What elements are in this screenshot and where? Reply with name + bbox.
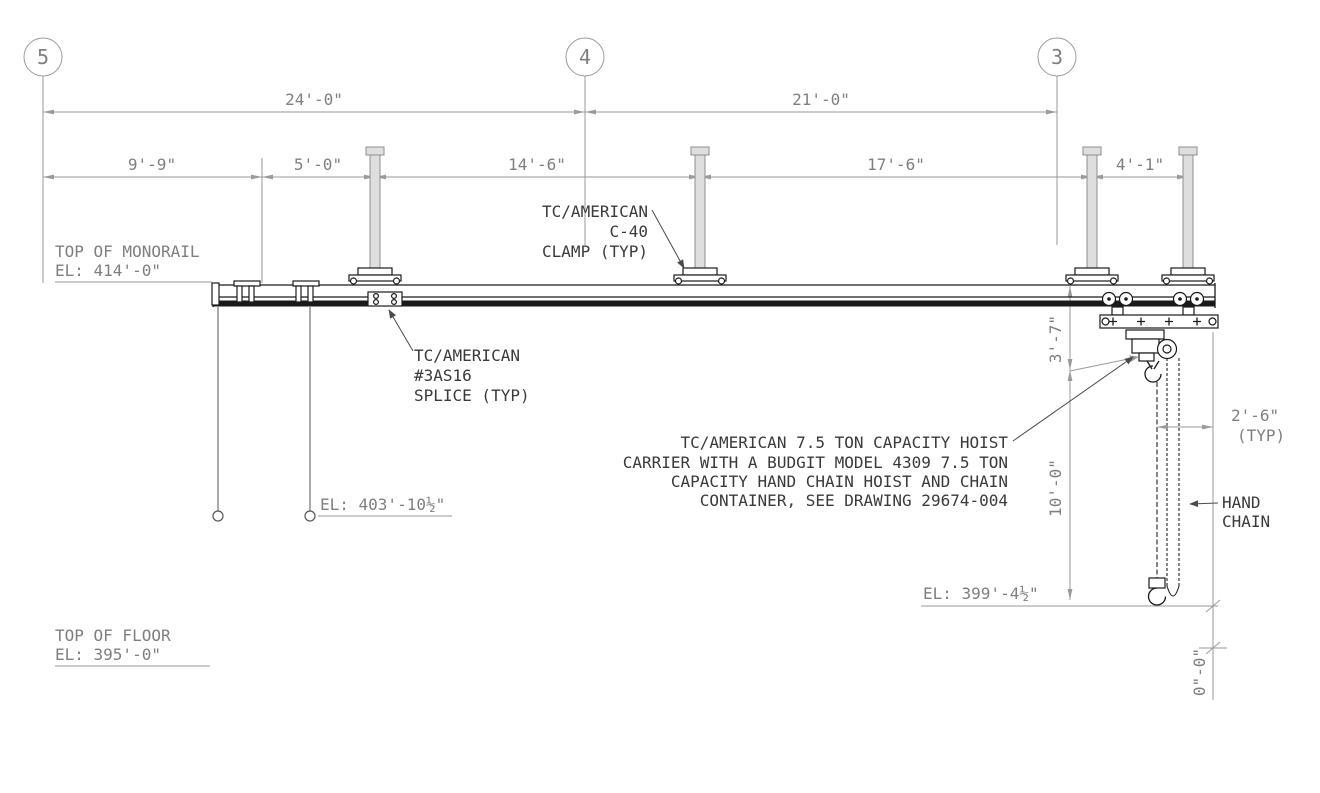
load-bar: [1099, 314, 1219, 329]
clamp-callout-line3: CLAMP (TYP): [542, 242, 648, 261]
hoist-trolley: [1099, 291, 1219, 383]
hand-chain-line1: HAND: [1222, 493, 1261, 512]
grid-bubble-3: [1037, 37, 1077, 77]
hanger-rod: [369, 154, 381, 269]
hanger-rod-3: [1065, 146, 1119, 285]
dim-9-9: 9'-9": [128, 155, 176, 174]
hanger-rod-1: [348, 146, 402, 285]
grid-bubble-3-label: 3: [1051, 45, 1063, 69]
label-el-403: EL: 403'-10½": [318, 495, 452, 517]
el-399-text: EL: 399'-4½": [923, 584, 1039, 603]
hanger-rod: [694, 154, 706, 269]
grid-bubble-5-label: 5: [37, 45, 49, 69]
left-end-stop: [211, 280, 320, 522]
grid-bubble-4: [565, 37, 605, 77]
dim-14-6: 14'-6": [508, 155, 566, 174]
el-403-text: EL: 403'-10½": [320, 495, 445, 514]
hoist-chains: [1147, 358, 1180, 606]
splice-leader: [388, 309, 414, 352]
dim-24-0: 24'-0": [285, 90, 343, 109]
hanger-rod: [1086, 154, 1098, 269]
end-stop-plate: [211, 282, 220, 306]
left-bracket-a-plate: [233, 280, 261, 287]
clamp-leader: [651, 209, 685, 269]
hoist-note-line2: CARRIER WITH A BUDGIT MODEL 4309 7.5 TON: [623, 453, 1008, 472]
el-414-text: EL: 414'-0": [55, 261, 161, 280]
top-of-floor-text: TOP OF FLOOR: [55, 626, 171, 645]
dim-0-0: 0"-0": [1190, 648, 1209, 696]
hoist-note-line3: CAPACITY HAND CHAIN HOIST AND CHAIN: [671, 472, 1008, 491]
splice-rect: [367, 291, 403, 307]
hanger-rod-2: [673, 146, 727, 285]
dimension-0-0: 0"-0": [1190, 599, 1227, 696]
hand-chain-line2: CHAIN: [1222, 512, 1270, 531]
label-el-399: EL: 399'-4½": [921, 584, 1218, 607]
clamp-callout-line1: TC/AMERICAN: [542, 202, 648, 221]
c40-clamp: [1161, 274, 1215, 282]
top-hook: [1144, 365, 1162, 383]
grid-bubble-5: [23, 37, 63, 77]
dimension-row-segments: 9'-9" 5'-0" 14'-6" 17'-6" 4'-1": [43, 155, 1189, 283]
c40-clamp: [1065, 274, 1119, 282]
grid-bubble-4-label: 4: [579, 45, 591, 69]
dimension-row-spans: 24'-0" 21'-0": [43, 90, 1057, 115]
splice-callout-line2: #3AS16: [414, 366, 472, 385]
splice-plate: [367, 291, 403, 307]
dim-5-0: 5'-0": [294, 155, 342, 174]
label-hand-chain: HAND CHAIN: [1189, 493, 1270, 531]
splice-callout-line1: TC/AMERICAN: [414, 346, 520, 365]
monorail-beam: [212, 283, 1216, 308]
c40-clamp: [348, 274, 402, 282]
drop-rod-right-eye: [304, 510, 316, 522]
label-top-of-floor: TOP OF FLOOR EL: 395'-0": [55, 626, 210, 667]
dim-2-6-typ: (TYP): [1237, 426, 1285, 445]
hand-chain-leader: [1189, 500, 1219, 508]
hanger-rod-4: [1161, 146, 1215, 285]
label-splice-callout: TC/AMERICAN #3AS16 SPLICE (TYP): [388, 309, 530, 405]
hoist-note-leader: [1012, 356, 1134, 442]
c40-clamp: [673, 274, 727, 282]
left-bracket-b-plate: [292, 280, 320, 287]
label-hoist-note: TC/AMERICAN 7.5 TON CAPACITY HOIST CARRI…: [623, 356, 1134, 510]
dim-2-6: 2'-6": [1231, 406, 1279, 425]
splice-callout-line3: SPLICE (TYP): [414, 386, 530, 405]
dim-21-0: 21'-0": [792, 90, 850, 109]
top-of-monorail-text: TOP OF MONORAIL: [55, 242, 200, 261]
hook-reference-leader: [1069, 355, 1139, 372]
hoist-note-line4: CONTAINER, SEE DRAWING 29674-004: [700, 491, 1008, 510]
dim-4-1: 4'-1": [1116, 155, 1164, 174]
bottom-hook: [1147, 587, 1167, 606]
bottom-block: [1148, 577, 1166, 589]
dim-3-7: 3'-7": [1046, 315, 1065, 363]
clamp-callout-line2: C-40: [609, 222, 648, 241]
drop-rod-left-eye: [212, 510, 224, 522]
label-clamp-callout: TC/AMERICAN C-40 CLAMP (TYP): [542, 202, 685, 269]
dim-10-0: 10'-0": [1046, 459, 1065, 517]
dimension-2-6: 2'-6" (TYP): [1157, 332, 1285, 700]
grid-axes: 5 4 3: [23, 37, 1077, 283]
hanger-rod: [1182, 154, 1194, 269]
label-top-of-monorail: TOP OF MONORAIL EL: 414'-0": [55, 242, 212, 283]
dim-17-6: 17'-6": [867, 155, 925, 174]
hoist-note-line1: TC/AMERICAN 7.5 TON CAPACITY HOIST: [680, 433, 1008, 452]
hand-chain-loop: [1166, 585, 1180, 597]
hoist-body: [1131, 338, 1160, 354]
vertical-dimensions: 3'-7" 10'-0": [1046, 286, 1139, 600]
hoist-frame: [1125, 329, 1165, 340]
el-395-text: EL: 395'-0": [55, 645, 161, 664]
